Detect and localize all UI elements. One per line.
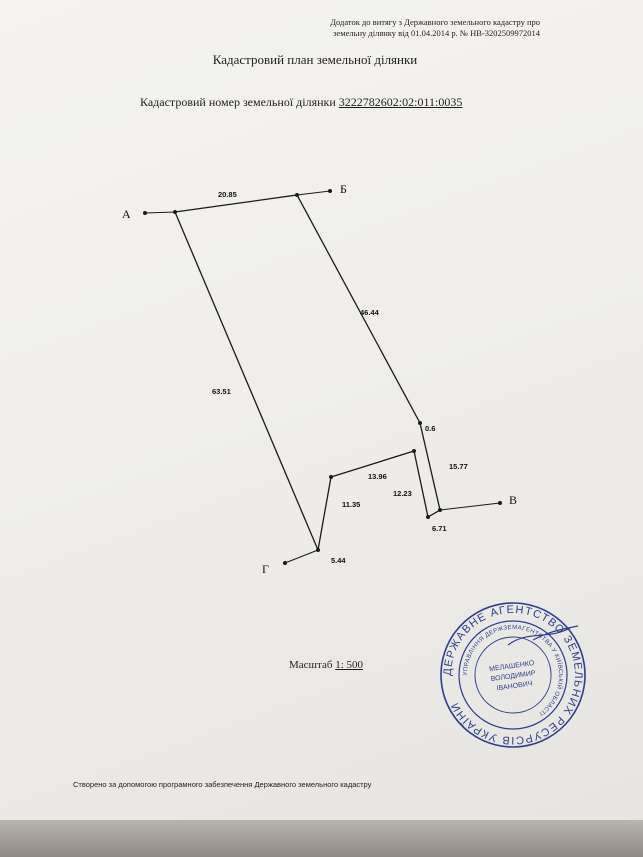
leader-b: [296, 190, 331, 196]
point-label-g: Г: [262, 562, 269, 576]
cadastral-number-line: Кадастровий номер земельної ділянки 3222…: [140, 95, 462, 110]
length-inner-top: 13.96: [368, 472, 387, 481]
vertex-marker: [295, 193, 299, 197]
scale-label: Масштаб: [289, 659, 333, 671]
vertex-markers: [143, 189, 502, 565]
length-inner-left: 11.35: [342, 500, 360, 509]
vertex-marker: [418, 421, 422, 425]
appendix-line-2: земельну ділянку від 01.04.2014 р. № НВ-…: [333, 28, 540, 38]
vertex-marker: [412, 449, 416, 453]
seal-inner-ring: [474, 636, 552, 714]
vertex-marker: [438, 508, 442, 512]
footer-note: Створено за допомогою програмного забезп…: [73, 780, 372, 789]
seal-middle-ring: [458, 620, 568, 730]
signature-mark: [507, 625, 579, 646]
length-top: 20.85: [218, 190, 237, 199]
page-title: Кадастровий план земельної ділянки: [212, 52, 418, 67]
leader-g: [284, 549, 319, 564]
length-right-lower: 15.77: [449, 462, 468, 471]
point-label-v: В: [509, 493, 517, 507]
length-bottom-left: 5.44: [331, 556, 346, 565]
vertex-marker: [283, 561, 287, 565]
point-label-b: Б: [340, 182, 347, 196]
official-seal: ДЕРЖАВНЕ АГЕНТСТВО ЗЕМЕЛЬНИХ РЕСУРСІВ УК…: [438, 600, 588, 750]
length-notch: 0.6: [425, 424, 435, 433]
vertex-marker: [328, 189, 332, 193]
vertex-marker: [143, 211, 147, 215]
length-inner-right: 12.23: [393, 489, 412, 498]
table-surface: [0, 820, 643, 857]
length-bottom-right: 6.71: [432, 524, 447, 533]
seal-outer-ring: [440, 602, 586, 748]
leader-v: [439, 502, 501, 511]
appendix-line-1: Додаток до витягу з Державного земельног…: [330, 17, 540, 27]
appendix-note: Додаток до витягу з Державного земельног…: [300, 17, 540, 39]
vertex-marker: [316, 548, 320, 552]
cadastral-number-value: 3222782602:02:011:0035: [338, 95, 463, 109]
leader-a: [144, 211, 176, 214]
seal-name-line-3: ІВАНОВИЧ: [496, 680, 533, 692]
vertex-marker: [498, 501, 502, 505]
scale: Масштаб 1: 500: [289, 659, 363, 671]
scale-value: 1: 500: [335, 659, 363, 671]
cadastral-number-label: Кадастровий номер земельної ділянки: [140, 95, 336, 109]
length-right-upper: 46.44: [360, 308, 380, 317]
point-label-a: А: [122, 207, 131, 221]
vertex-marker: [426, 515, 430, 519]
length-left: 63.51: [212, 387, 231, 396]
vertex-marker: [173, 210, 177, 214]
vertex-marker: [329, 475, 333, 479]
